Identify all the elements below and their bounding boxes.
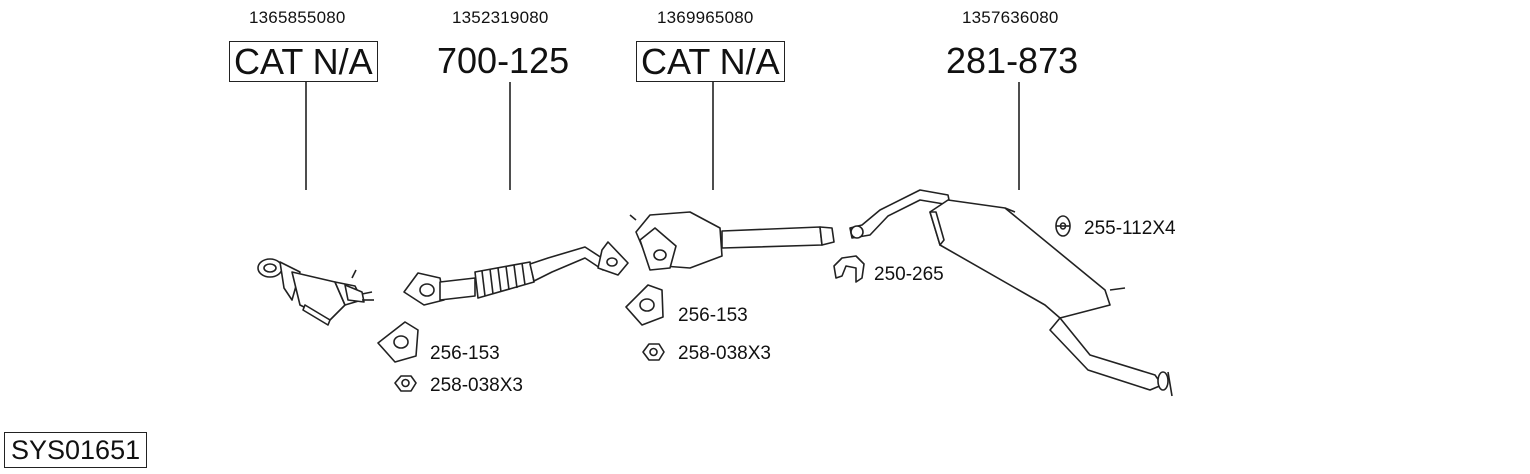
accessory-label-rubber-mount[interactable]: 255-112X4 (1084, 218, 1176, 239)
rubber-mount-icon (1055, 215, 1071, 237)
part-number-2[interactable]: 700-125 (437, 40, 570, 81)
accessory-label-gasket-2[interactable]: 256-153 (678, 305, 748, 326)
oe-number-part-3: 1369965080 (657, 8, 754, 27)
nut-icon (394, 375, 417, 392)
part-number-1[interactable]: CAT N/A (229, 41, 378, 82)
oe-number-part-2: 1352319080 (452, 8, 549, 27)
gasket-icon (377, 321, 419, 363)
front-catalytic-converter[interactable] (257, 258, 374, 326)
part-number-3[interactable]: CAT N/A (636, 41, 785, 82)
accessory-label-gasket-1[interactable]: 256-153 (430, 343, 500, 364)
accessory-label-nut-1[interactable]: 258-038X3 (430, 375, 523, 396)
nut-icon (642, 343, 665, 361)
rear-silencer[interactable] (849, 189, 1173, 397)
gasket-icon (625, 284, 664, 326)
oe-number-part-1: 1365855080 (249, 8, 346, 27)
accessory-label-nut-2[interactable]: 258-038X3 (678, 343, 771, 364)
clamp-icon (833, 255, 865, 283)
diagram-id: SYS01651 (4, 432, 148, 468)
front-pipe[interactable] (403, 241, 629, 306)
accessory-label-clamp[interactable]: 250-265 (874, 264, 944, 285)
centre-catalytic-converter[interactable] (629, 211, 835, 271)
part-number-4[interactable]: 281-873 (946, 40, 1079, 81)
oe-number-part-4: 1357636080 (962, 8, 1059, 27)
